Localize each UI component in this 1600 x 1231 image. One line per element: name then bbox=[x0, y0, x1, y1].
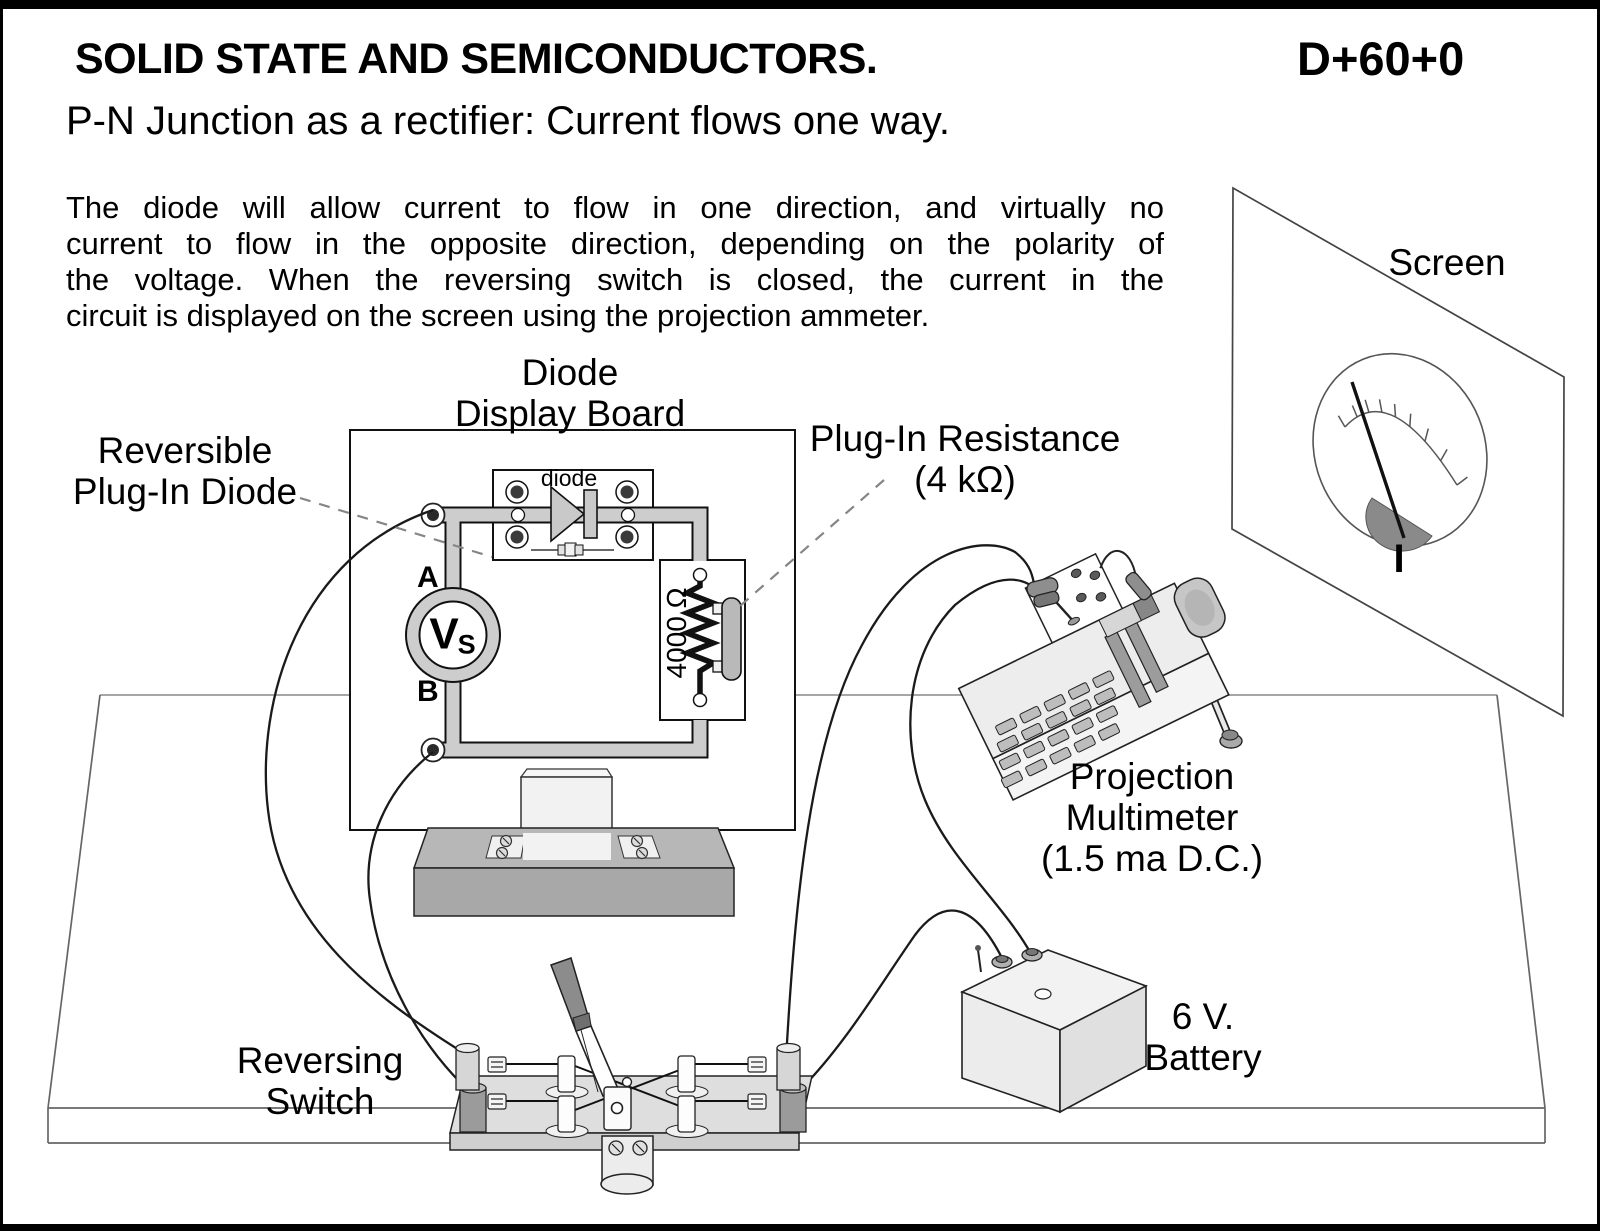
voltage-source-label: VS bbox=[429, 609, 476, 660]
label-projection-multimeter: Projection Multimeter (1.5 ma D.C.) bbox=[1040, 756, 1264, 879]
terminal-board-posts bbox=[1070, 568, 1107, 603]
board-stand bbox=[412, 768, 736, 917]
meter-ticks bbox=[1337, 399, 1468, 486]
cable-a-to-switch bbox=[264, 508, 460, 1051]
leader-reversible-diode bbox=[299, 496, 493, 559]
label-diode-display-board: Diode Display Board bbox=[454, 352, 686, 434]
battery-vent bbox=[1034, 988, 1052, 1000]
terminal-label-a: A bbox=[417, 561, 439, 594]
diode-symbol-triangle bbox=[550, 485, 586, 543]
cable-plug bbox=[1026, 577, 1060, 608]
reversing-switch bbox=[449, 957, 813, 1195]
cable-switch-to-meter bbox=[784, 544, 1036, 1061]
label-screen: Screen bbox=[1388, 242, 1506, 283]
switch-binding-posts bbox=[455, 1042, 807, 1133]
switch-clamp bbox=[600, 1135, 654, 1195]
cable-b-to-switch bbox=[367, 751, 471, 1093]
patch-cables bbox=[264, 508, 1041, 1093]
resistor-plug-handle bbox=[721, 597, 742, 681]
label-reversible-plug-in-diode: Reversible Plug-In Diode bbox=[72, 430, 298, 512]
catalog-code: D+60+0 bbox=[1297, 32, 1465, 85]
meter-face bbox=[1312, 352, 1488, 548]
leader-lines bbox=[299, 479, 885, 607]
label-plug-in-resistance: Plug-In Resistance (4 kΩ) bbox=[809, 418, 1121, 500]
resistor-value-label: 4000 Ω bbox=[660, 587, 692, 679]
projected-ammeter bbox=[1312, 352, 1488, 552]
battery-side bbox=[1059, 984, 1147, 1114]
description-paragraph: The diode will allow current to flow in … bbox=[66, 190, 1164, 334]
stand-screws bbox=[495, 834, 649, 860]
description-line: current to flow in the opposite directio… bbox=[66, 226, 1164, 261]
terminal-label-b: B bbox=[417, 675, 439, 708]
projection-multimeter bbox=[957, 550, 1243, 801]
meter-current-label: I bbox=[1393, 537, 1405, 581]
diode-module-label: diode bbox=[540, 465, 598, 491]
diode-symbol-bar bbox=[583, 489, 598, 539]
cable-battery-to-switch bbox=[799, 909, 1004, 1091]
label-battery: 6 V. Battery bbox=[1144, 996, 1262, 1078]
label-reversing-switch: Reversing Switch bbox=[236, 1040, 404, 1122]
resistor-module bbox=[679, 567, 742, 708]
projection-screen-panel bbox=[1231, 186, 1565, 718]
battery bbox=[960, 945, 1148, 1114]
multimeter-keypad bbox=[995, 670, 1121, 789]
page-title: SOLID STATE AND SEMICONDUCTORS. bbox=[75, 35, 878, 83]
diode-module bbox=[505, 480, 639, 557]
battery-terminals bbox=[975, 945, 1052, 1000]
spare-resistor-glyph bbox=[531, 542, 614, 557]
description-line: circuit is displayed on the screen using… bbox=[66, 298, 930, 333]
page-subtitle: P-N Junction as a rectifier: Current flo… bbox=[66, 99, 951, 143]
multimeter-leg bbox=[1209, 696, 1243, 749]
description-line: the voltage. When the reversing switch i… bbox=[66, 262, 1164, 297]
meter-needle bbox=[1350, 381, 1406, 539]
board-terminal-a bbox=[420, 502, 446, 528]
description-line: The diode will allow current to flow in … bbox=[66, 190, 1164, 225]
stand-front bbox=[413, 867, 735, 917]
switch-lever[interactable] bbox=[550, 957, 633, 1097]
voltage-source bbox=[405, 587, 501, 683]
switch-contact-uprights bbox=[545, 1055, 709, 1138]
diode-module-sockets bbox=[505, 480, 639, 549]
switch-contact-clips bbox=[487, 1056, 767, 1110]
diode-display-board-panel bbox=[349, 429, 796, 831]
resistor-zigzag bbox=[679, 577, 721, 697]
cable-battery-to-meter bbox=[909, 578, 1041, 953]
